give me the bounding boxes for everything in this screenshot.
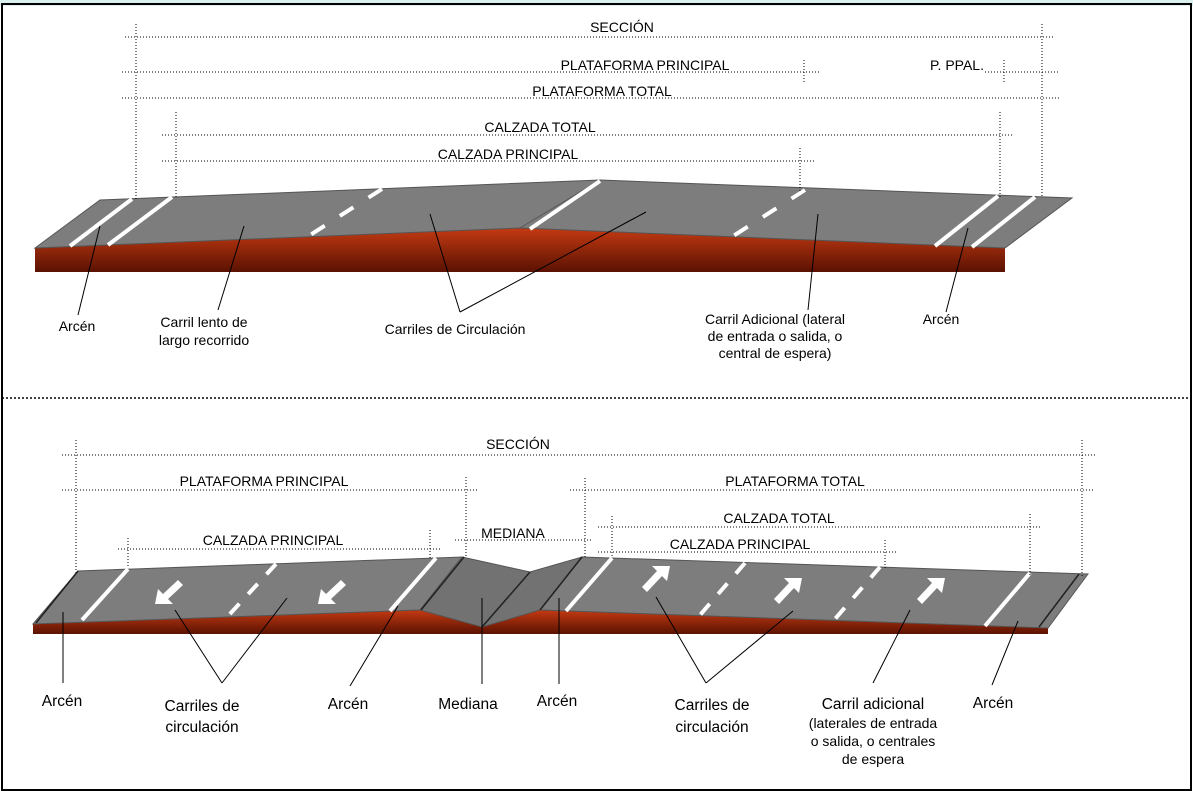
top-edge-line-right-1	[933, 194, 1000, 248]
bottom-label-arcen-2: Arcén	[328, 696, 369, 713]
top-label-carril-lento-1: Carril lento de	[160, 314, 247, 330]
top-dim-plataforma-total: PLATAFORMA TOTAL	[532, 83, 672, 99]
top-edge-line-right-2	[970, 195, 1037, 249]
top-embankment	[35, 228, 1005, 272]
bottom-label-carriles-right-1: Carriles de	[675, 697, 750, 714]
bottom-label-adicional-4: de espera	[842, 751, 904, 767]
arrow-left-2-icon	[318, 580, 346, 604]
arrow-left-1-icon	[155, 580, 183, 604]
bottom-dark-edges	[35, 556, 1080, 628]
arrow-right-3-icon	[917, 578, 945, 604]
top-label-arcen-left: Arcén	[59, 318, 96, 334]
bottom-dashed-line-left	[226, 562, 278, 618]
bottom-edge-line-2	[388, 556, 438, 613]
top-dim-p-ppal: P. PPAL.	[930, 57, 984, 73]
bottom-dimension-lines	[62, 440, 1095, 576]
top-dim-calzada-principal: CALZADA PRINCIPAL	[438, 146, 579, 162]
bottom-diagram: SECCIÓN PLATAFORMA PRINCIPAL PLATAFORMA …	[31, 436, 1095, 767]
top-label-carril-lento-2: largo recorrido	[159, 332, 249, 348]
outer-frame	[1, 3, 1192, 791]
top-dashed-line-left	[305, 187, 384, 239]
bottom-edge-line-1	[80, 567, 130, 622]
bottom-edge-line-3	[564, 556, 614, 613]
bottom-label-mediana: Mediana	[438, 696, 498, 713]
top-label-carriles: Carriles de Circulación	[385, 321, 526, 337]
bottom-label-arcen-3: Arcén	[537, 693, 578, 710]
bottom-dim-seccion: SECCIÓN	[486, 436, 550, 452]
arrow-right-1-icon	[642, 566, 670, 592]
top-edge-line-left-1	[68, 197, 134, 248]
bottom-dashed-line-right-1	[698, 561, 747, 617]
top-dim-seccion: SECCIÓN	[590, 19, 654, 35]
top-center-line	[528, 179, 602, 231]
top-dashed-line-right	[728, 188, 807, 240]
bottom-label-carriles-left-1: Carriles de	[165, 698, 240, 715]
top-label-arcen-right: Arcén	[923, 311, 960, 327]
bottom-dim-calzada-principal-right: CALZADA PRINCIPAL	[670, 536, 811, 552]
bottom-label-arcen-1: Arcén	[42, 693, 83, 710]
bottom-label-arcen-4: Arcén	[973, 695, 1014, 712]
top-dim-calzada-total: CALZADA TOTAL	[484, 119, 595, 135]
top-label-adicional-1: Carril Adicional (lateral	[705, 311, 845, 327]
arrow-right-2-icon	[774, 578, 802, 604]
bottom-lane-markings	[80, 556, 1032, 628]
top-diagram: SECCIÓN PLATAFORMA PRINCIPAL P. PPAL. PL…	[33, 19, 1074, 361]
bottom-dim-calzada-principal-left: CALZADA PRINCIPAL	[203, 532, 344, 548]
bottom-label-carriles-left-2: circulación	[165, 719, 238, 736]
top-dim-plataforma-principal: PLATAFORMA PRINCIPAL	[561, 57, 730, 73]
bottom-dim-mediana: MEDIANA	[481, 525, 545, 541]
bottom-embankment	[33, 610, 1048, 634]
top-leader-lines	[77, 211, 969, 316]
bottom-dim-calzada-total: CALZADA TOTAL	[723, 510, 834, 526]
bottom-label-adicional-2: (laterales de entrada	[809, 715, 938, 731]
top-lane-markings	[68, 179, 1037, 249]
top-dimension-lines	[122, 24, 1060, 200]
top-label-adicional-2: de entrada o salida, o	[708, 328, 843, 344]
top-label-adicional-3: central de espera)	[719, 345, 832, 361]
bottom-label-carriles-right-2: circulación	[675, 719, 748, 736]
bottom-dim-plataforma-total: PLATAFORMA TOTAL	[725, 473, 865, 489]
bottom-label-adicional-1: Carril adicional	[822, 696, 925, 713]
top-edge-line-left-2	[106, 195, 174, 247]
bottom-label-adicional-3: o salida, o centrales	[811, 733, 936, 749]
bottom-direction-arrows	[155, 566, 945, 604]
bottom-edge-line-4	[983, 571, 1032, 628]
bottom-leader-lines	[62, 596, 1019, 687]
bottom-dim-plataforma-principal: PLATAFORMA PRINCIPAL	[180, 473, 349, 489]
bottom-dashed-line-right-2	[833, 565, 882, 621]
